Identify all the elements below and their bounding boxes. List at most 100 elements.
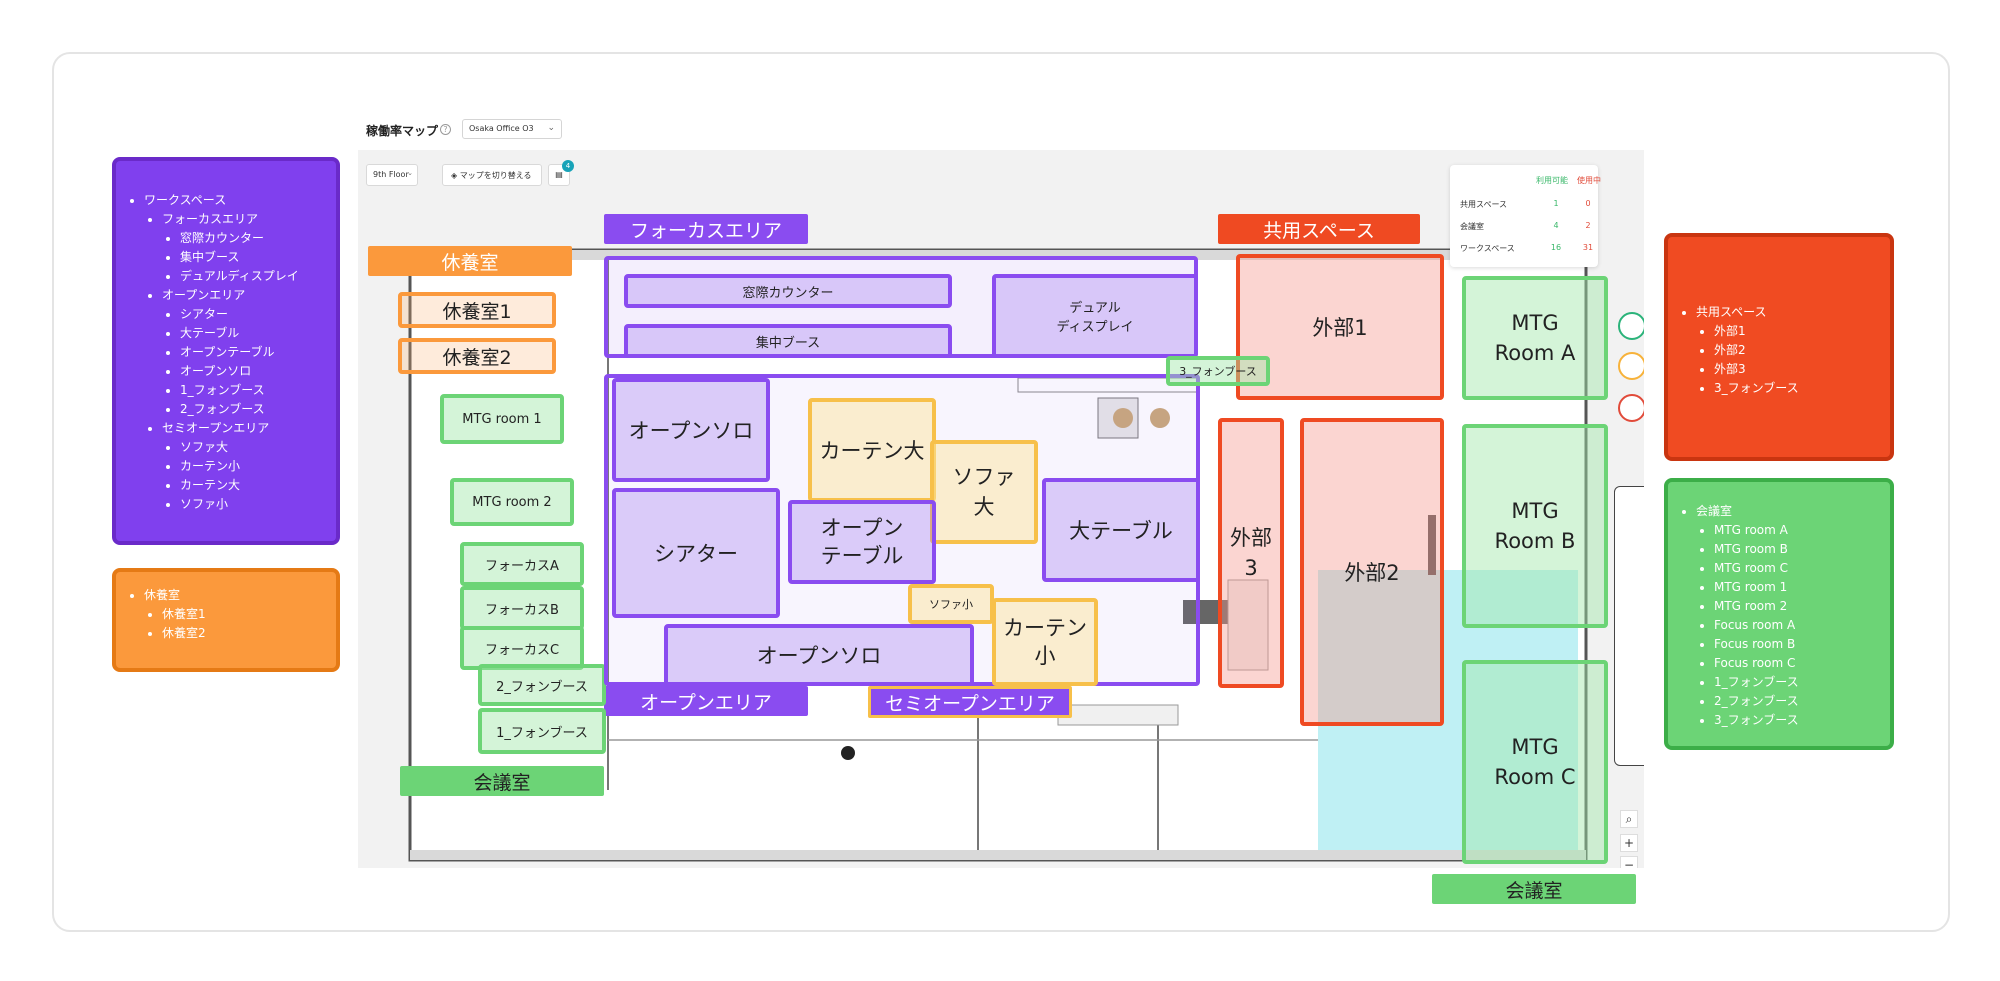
tag-meeting-right: 会議室 [1432, 874, 1636, 904]
layers-icon: ◈ [451, 171, 460, 180]
desk-status-icon[interactable] [1618, 312, 1644, 340]
floor-select[interactable]: 9th Floor ⌄ [366, 164, 418, 186]
zone-ext2[interactable]: 外部2 [1300, 418, 1444, 726]
zone-focusB[interactable]: フォーカスB [460, 586, 584, 630]
zoom-in-button[interactable]: + [1620, 834, 1638, 852]
zone-label: 1_フォンブース [496, 725, 588, 741]
legend-open-title: オープンエリア [162, 288, 246, 302]
legend-shared: 共用スペース 外部1 外部2 外部3 3_フォンブース [1664, 233, 1894, 461]
legend-item: ソファ大 [180, 438, 326, 457]
zone-label: 休養室1 [442, 300, 512, 323]
legend-item: オープンテーブル [180, 343, 326, 362]
legend-item: 窓際カウンター [180, 229, 326, 248]
legend-item: MTG room A [1714, 521, 1880, 540]
legend-meeting: 会議室 MTG room A MTG room B MTG room C MTG… [1664, 478, 1894, 750]
tag-meeting-left: 会議室 [400, 766, 604, 796]
zoom-search-button[interactable]: ⌕ [1620, 810, 1638, 828]
stats-header-available: 利用可能 [1536, 176, 1568, 185]
zone-label: 2_フォンブース [496, 679, 588, 695]
zone-rest2[interactable]: 休養室2 [398, 338, 556, 374]
zone-phone3[interactable]: 3_フォンブース [1166, 356, 1270, 386]
legend-workspace-title: ワークスペース [144, 193, 227, 207]
zone-open-solo-bottom[interactable]: オープンソロ [664, 624, 974, 686]
legend-item: MTG room 1 [1714, 578, 1880, 597]
legend-meeting-title: 会議室 [1696, 504, 1733, 518]
side-legend-panel [1614, 486, 1644, 766]
zone-label: 3_フォンブース [1179, 365, 1257, 378]
zone-label: オープンソロ [756, 644, 882, 668]
legend-item: 3_フォンブース [1714, 711, 1880, 730]
zone-theater[interactable]: シアター [612, 488, 780, 618]
zone-label: 外部1 [1312, 316, 1368, 340]
legend-item: MTG room 2 [1714, 597, 1880, 616]
switch-map-label: マップを切り替える [459, 171, 532, 180]
zone-phone1[interactable]: 1_フォンブース [478, 708, 606, 754]
zone-mtgC[interactable]: MTG Room C [1462, 660, 1608, 864]
legend-rest-title: 休養室 [144, 588, 181, 602]
help-circle-icon[interactable]: ? [440, 124, 451, 135]
legend-item: MTG room C [1714, 559, 1880, 578]
legend-item: ソファ小 [180, 495, 326, 514]
zone-label: MTG room 1 [462, 411, 542, 427]
zone-open-solo-top[interactable]: オープンソロ [612, 378, 770, 482]
zone-mtgB[interactable]: MTG Room B [1462, 424, 1608, 628]
office-select[interactable]: Osaka Office O3 ⌄ [462, 119, 562, 139]
zone-label: フォーカスA [485, 558, 559, 574]
zone-label: フォーカスB [485, 602, 559, 618]
zone-mtg1[interactable]: MTG room 1 [440, 394, 564, 444]
legend-item: カーテン大 [180, 476, 326, 495]
legend-item: MTG room B [1714, 540, 1880, 559]
floor-select-value: 9th Floor [373, 170, 409, 179]
legend-item: 2_フォンブース [180, 400, 326, 419]
stats-available: 1 [1553, 199, 1559, 208]
zone-mtgA[interactable]: MTG Room A [1462, 276, 1608, 400]
zone-ext1[interactable]: 外部1 [1236, 254, 1444, 400]
zone-phone2[interactable]: 2_フォンブース [478, 664, 606, 706]
zone-sofa-small[interactable]: ソファ小 [908, 584, 994, 624]
stats-available: 4 [1553, 221, 1559, 230]
tag-open-area: オープンエリア [604, 686, 808, 716]
legend-item: 1_フォンブース [1714, 673, 1880, 692]
stats-in-use: 2 [1585, 221, 1591, 230]
occupancy-stats: 利用可能 使用中 共用スペース 1 0 会議室 4 2 ワークスペース 16 3… [1450, 165, 1601, 267]
layers-badge: 4 [562, 160, 574, 172]
zoom-out-button[interactable]: − [1620, 856, 1638, 868]
zone-ext3[interactable]: 外部 3 [1218, 418, 1284, 688]
legend-item: 集中ブース [180, 248, 326, 267]
desk-status-icon[interactable] [1618, 352, 1644, 380]
zone-label: シアター [654, 542, 738, 566]
zone-big-table[interactable]: 大テーブル [1042, 478, 1200, 582]
zone-mtg2[interactable]: MTG room 2 [450, 478, 574, 526]
chevron-down-icon: ⌄ [547, 123, 555, 133]
floor-map[interactable]: 9th Floor ⌄ ◈ マップを切り替える ▤ 4 利用可能 使用中 共用ス… [358, 150, 1644, 868]
zone-dual-display[interactable]: デュアル ディスプレイ [992, 274, 1198, 358]
legend-workspace: ワークスペース フォーカスエリア 窓際カウンター 集中ブース デュアルディスプレ… [112, 157, 340, 545]
zone-label: 外部 3 [1230, 526, 1272, 580]
stats-in-use: 31 [1582, 243, 1594, 252]
zone-sofa-big[interactable]: ソファ 大 [930, 440, 1038, 544]
zone-focusA[interactable]: フォーカスA [460, 542, 584, 586]
desk-status-icon[interactable] [1618, 394, 1644, 422]
tag-rest-room: 休養室 [368, 246, 572, 276]
legend-item: 外部2 [1714, 341, 1880, 360]
zone-open-table[interactable]: オープン テーブル [788, 500, 936, 584]
tag-semi-open-area: セミオープンエリア [868, 686, 1072, 718]
switch-map-button[interactable]: ◈ マップを切り替える [442, 164, 542, 186]
zone-rest1[interactable]: 休養室1 [398, 292, 556, 328]
zone-focus-booth[interactable]: 集中ブース [624, 324, 952, 358]
zone-label: デュアル ディスプレイ [1056, 301, 1134, 335]
zone-window-counter[interactable]: 窓際カウンター [624, 274, 952, 308]
zone-label: ソファ小 [929, 598, 973, 611]
legend-item: オープンソロ [180, 362, 326, 381]
legend-item: 大テーブル [180, 324, 326, 343]
zone-label: MTG Room C [1494, 735, 1576, 789]
legend-item: カーテン小 [180, 457, 326, 476]
zone-focusC[interactable]: フォーカスC [460, 626, 584, 670]
zone-label: MTG Room B [1494, 499, 1576, 553]
zone-curtain-big[interactable]: カーテン大 [808, 398, 936, 502]
zone-curtain-small[interactable]: カーテン 小 [992, 598, 1098, 686]
zone-label: 外部2 [1344, 561, 1400, 585]
stats-row-label: 共用スペース [1460, 200, 1508, 209]
legend-item: シアター [180, 305, 326, 324]
legend-item: 外部1 [1714, 322, 1880, 341]
